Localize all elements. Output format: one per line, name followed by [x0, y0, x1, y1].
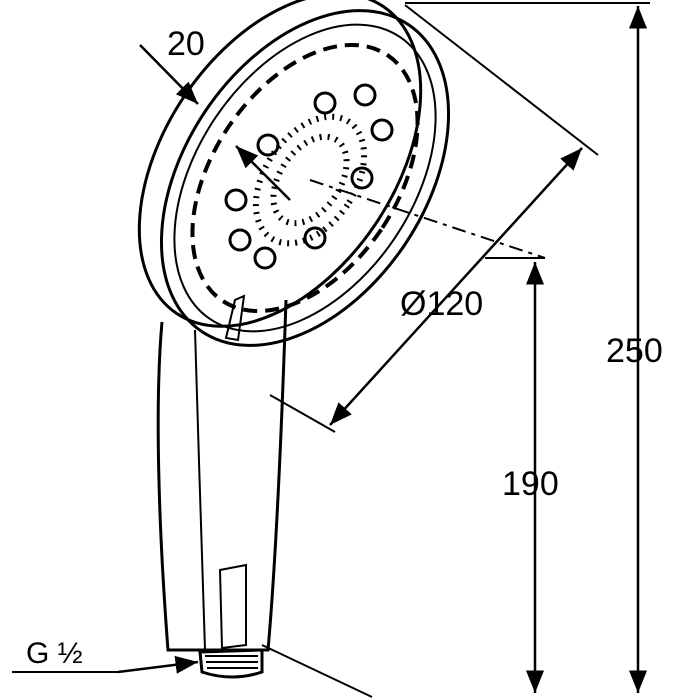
total-height-label: 250	[606, 332, 663, 370]
diameter-label: Ø120	[400, 285, 483, 323]
spray-nozzle-icon	[353, 83, 377, 107]
spray-nozzle-icon	[224, 188, 248, 212]
thickness-label: 20	[167, 25, 205, 63]
shower-handle	[156, 294, 288, 652]
thread-dimension: G ½	[12, 637, 199, 674]
spray-nozzle-icon	[228, 228, 252, 252]
total-height-dimension: 250	[405, 2, 663, 693]
shower-head	[137, 0, 451, 347]
spray-nozzle-icon	[370, 118, 394, 142]
thread-label: G ½	[26, 637, 83, 670]
handle-height-dimension: 190	[485, 257, 559, 693]
thread-connector	[198, 648, 264, 679]
spray-nozzle-icon	[303, 226, 327, 250]
base-extension-line	[261, 644, 373, 698]
handle-height-label: 190	[502, 465, 559, 503]
diameter-dimension: Ø120	[269, 4, 599, 433]
center-line	[309, 179, 546, 259]
spray-nozzle-icon	[256, 133, 280, 157]
spray-nozzle-icon	[253, 246, 277, 270]
spray-nozzle-icon	[350, 166, 374, 190]
thickness-dimension: 20	[139, 25, 291, 201]
spray-nozzle-icon	[313, 91, 337, 115]
